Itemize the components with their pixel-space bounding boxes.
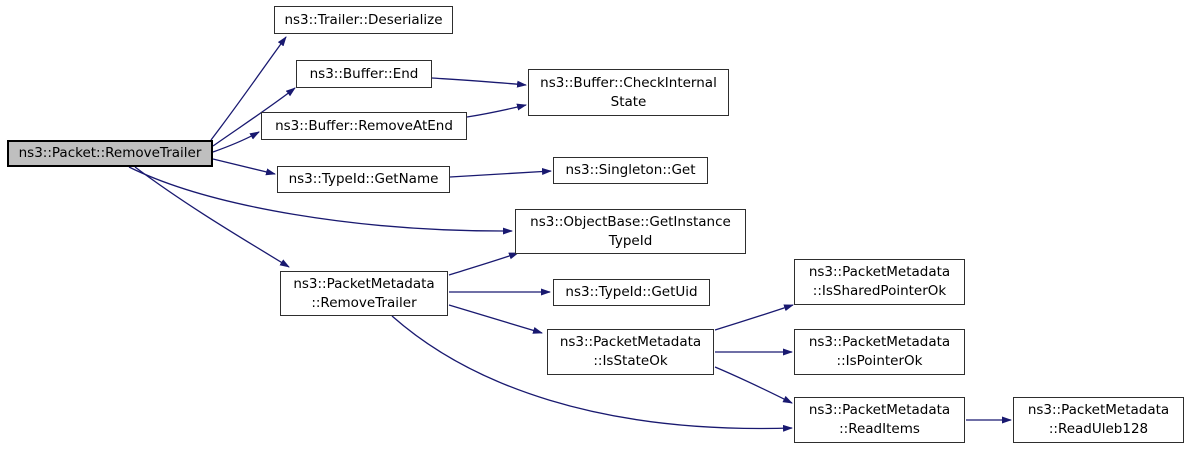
edge-buffer-removeatend-to-buffer-checkinternal bbox=[466, 103, 527, 118]
node-label-line: ns3::PacketMetadata bbox=[808, 334, 951, 350]
node-label-line: ns3::Singleton::Get bbox=[565, 162, 696, 178]
edge-buffer-end-to-buffer-checkinternal bbox=[431, 77, 527, 88]
edge-packet-removetrailer-to-objectbase-getinstance bbox=[128, 166, 513, 235]
node-label-line: ns3::Buffer::End bbox=[309, 65, 419, 82]
node-label-line: ns3::PacketMetadata bbox=[293, 275, 435, 292]
node-label-line: ns3::PacketMetadata bbox=[1027, 402, 1170, 418]
edge-packet-removetrailer-to-buffer-end bbox=[212, 87, 296, 147]
node-label-line: ns3::TypeId::GetUid bbox=[565, 284, 698, 300]
edge-packet-removetrailer-to-pm-removetrailer bbox=[134, 166, 290, 268]
node-label-line: ns3::ObjectBase::GetInstance bbox=[530, 213, 731, 230]
node-packet-removetrailer[interactable]: ns3::Packet::RemoveTrailer bbox=[7, 140, 213, 167]
node-trailer-deserialize[interactable]: ns3::Trailer::Deserialize bbox=[274, 6, 453, 34]
node-pm-removetrailer[interactable]: ns3::PacketMetadata::RemoveTrailer bbox=[280, 271, 448, 316]
node-typeid-getname[interactable]: ns3::TypeId::GetName bbox=[277, 166, 450, 193]
node-pm-issharedpointerok[interactable]: ns3::PacketMetadata::IsSharedPointerOk bbox=[794, 259, 965, 305]
node-buffer-end[interactable]: ns3::Buffer::End bbox=[296, 60, 432, 88]
edge-packet-removetrailer-to-buffer-removeatend bbox=[212, 131, 260, 153]
node-label-line: ::IsPointerOk bbox=[836, 353, 923, 369]
node-label-line: State bbox=[610, 93, 647, 110]
node-buffer-removeatend[interactable]: ns3::Buffer::RemoveAtEnd bbox=[261, 112, 467, 140]
node-pm-isstateok[interactable]: ns3::PacketMetadata::IsStateOk bbox=[547, 329, 714, 375]
node-label-line: ns3::Buffer::RemoveAtEnd bbox=[275, 117, 453, 134]
node-label-line: ns3::Packet::RemoveTrailer bbox=[18, 145, 202, 161]
edge-typeid-getname-to-singleton-get bbox=[449, 168, 552, 178]
node-label-line: ::IsStateOk bbox=[593, 353, 668, 369]
node-label-line: ns3::PacketMetadata bbox=[559, 334, 702, 350]
node-pm-readitems[interactable]: ns3::PacketMetadata::ReadItems bbox=[794, 397, 965, 443]
node-label-line: ns3::Buffer::CheckInternal bbox=[540, 74, 717, 91]
node-label-line: ns3::PacketMetadata bbox=[808, 402, 951, 418]
node-label-line: ::ReadItems bbox=[839, 421, 920, 437]
node-label-line: TypeId bbox=[608, 232, 653, 249]
node-label-line: ns3::PacketMetadata bbox=[808, 264, 951, 280]
node-pm-readuleb128[interactable]: ns3::PacketMetadata::ReadUleb128 bbox=[1013, 397, 1184, 443]
edge-pm-removetrailer-to-pm-readitems bbox=[391, 315, 793, 432]
node-typeid-getuid[interactable]: ns3::TypeId::GetUid bbox=[553, 279, 710, 306]
edge-pm-removetrailer-to-objectbase-getinstance bbox=[448, 252, 519, 276]
edge-packet-removetrailer-to-typeid-getname bbox=[212, 158, 276, 176]
node-singleton-get[interactable]: ns3::Singleton::Get bbox=[553, 157, 708, 184]
node-label-line: ::ReadUleb128 bbox=[1048, 421, 1149, 437]
node-label-line: ns3::Trailer::Deserialize bbox=[284, 11, 443, 28]
edge-pm-isstateok-to-pm-issharedpointerok bbox=[714, 304, 794, 331]
node-label-line: ::RemoveTrailer bbox=[311, 294, 417, 311]
edge-pm-isstateok-to-pm-readitems bbox=[714, 366, 793, 404]
edge-pm-removetrailer-to-pm-isstateok bbox=[448, 304, 543, 334]
node-label-line: ::IsSharedPointerOk bbox=[812, 283, 947, 299]
node-pm-ispointerok[interactable]: ns3::PacketMetadata::IsPointerOk bbox=[794, 329, 965, 375]
edge-packet-removetrailer-to-trailer-deserialize bbox=[210, 36, 287, 141]
node-label-line: ns3::TypeId::GetName bbox=[288, 171, 439, 187]
